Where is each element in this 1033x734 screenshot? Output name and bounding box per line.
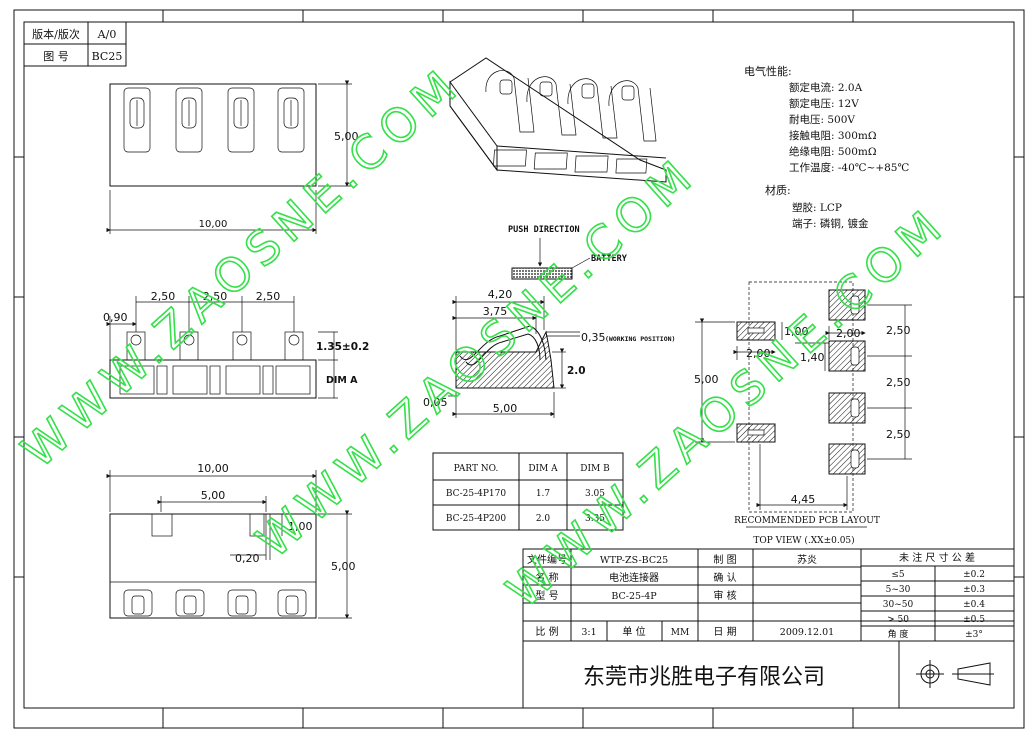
tolerance-range: > 50 <box>887 615 909 625</box>
pcb-dim-100: 1,00 <box>784 325 809 338</box>
tolerance-value: ±3° <box>965 630 983 640</box>
part-table-cell: 1.7 <box>536 489 551 499</box>
unit-label: 单 位 <box>622 625 645 638</box>
tolerance-value: ±0.4 <box>963 600 985 610</box>
battery-label: BATTERY <box>591 254 628 264</box>
material-line: 塑胶: LCP <box>792 201 842 214</box>
pcb-dim-250-b: 2,50 <box>886 376 911 389</box>
tolerance-range: 5~30 <box>886 585 911 595</box>
drawing-number-value: BC25 <box>92 50 123 63</box>
dim-side-420: 4,20 <box>488 288 513 301</box>
review-label: 审 核 <box>713 589 736 602</box>
dim-bottom-height: 5,00 <box>331 560 356 573</box>
dim-side-500: 5,00 <box>493 402 518 415</box>
doc-no-value: WTP-ZS-BC25 <box>600 555 668 566</box>
dim-pitch-2: 2,50 <box>203 290 228 303</box>
pcb-dim-200-left: 2,00 <box>746 347 771 360</box>
drawn-value: 苏炎 <box>797 553 817 566</box>
title-block: 文件编号 WTP-ZS-BC25 制 图 苏炎 名 称 电池连接器 确 认 型 … <box>522 548 1015 709</box>
push-diagram: PUSH DIRECTION BATTERY <box>508 225 628 280</box>
dim-pitch-1: 2,50 <box>151 290 176 303</box>
bottom-view: 10,00 5,00 1,00 0,20 5,00 <box>106 462 356 619</box>
dim-bottom-half: 5,00 <box>201 489 226 502</box>
scale-label: 比 例 <box>535 625 558 638</box>
dim-side-005: 0,05 <box>423 396 448 409</box>
model-label: 型 号 <box>535 589 558 602</box>
tolerance-value: ±0.5 <box>963 615 985 625</box>
spec-line: 绝缘电阻: 500mΩ <box>789 145 877 158</box>
tolerance-value: ±0.3 <box>963 585 985 595</box>
pcb-layout: 1,00 2,00 2,00 1,40 5,00 2,50 2,50 2,50 … <box>694 281 912 546</box>
dim-top-width: 10,00 <box>199 219 228 230</box>
push-direction-label: PUSH DIRECTION <box>508 225 580 235</box>
dim-bottom-width: 10,00 <box>197 462 229 475</box>
part-table-cell: BC-25-4P170 <box>446 489 506 499</box>
material-line: 端子: 磷铜, 镀金 <box>792 217 869 230</box>
company-name: 东莞市兆胜电子有限公司 <box>583 665 825 690</box>
spec-line: 接触电阻: 300mΩ <box>789 129 877 142</box>
pcb-dim-445: 4,45 <box>791 493 816 506</box>
pcb-dim-250-a: 2,50 <box>886 324 911 337</box>
part-table-cell: 3.05 <box>585 489 605 499</box>
drawn-label: 制 图 <box>713 553 736 566</box>
name-label: 名 称 <box>535 571 558 584</box>
dim-pin-height: 1.35±0.2 <box>316 341 369 353</box>
tolerance-range: ≤5 <box>891 570 905 580</box>
part-table: PART NO. DIM A DIM B BC-25-4P170 1.7 3.0… <box>432 452 624 531</box>
part-table-header: DIM B <box>580 464 610 474</box>
tolerance-value: ±0.2 <box>963 570 985 580</box>
electrical-title: 电气性能: <box>744 64 792 78</box>
confirm-label: 确 认 <box>713 571 736 584</box>
revision-label: 版本/版次 <box>32 27 80 41</box>
tolerance-title: 未 注 尺 寸 公 差 <box>899 551 975 564</box>
dim-pitch-3: 2,50 <box>256 290 281 303</box>
date-value: 2009.12.01 <box>780 627 834 638</box>
revision-value: A/0 <box>97 28 117 41</box>
part-table-cell: BC-25-4P200 <box>446 514 506 524</box>
part-table-header: PART NO. <box>454 464 499 474</box>
spec-line: 工作温度: -40℃~+85℃ <box>789 161 909 174</box>
pcb-dim-250-c: 2,50 <box>886 428 911 441</box>
dim-bottom-gap: 0,20 <box>235 552 260 565</box>
isometric-view <box>449 57 667 183</box>
dim-offset: 0,90 <box>103 311 128 324</box>
scale-value: 3:1 <box>581 627 596 638</box>
pcb-dim-500: 5,00 <box>694 373 719 386</box>
material-title: 材质: <box>765 183 791 197</box>
tolerance-range: 角 度 <box>888 628 909 640</box>
model-value: BC-25-4P <box>611 591 657 602</box>
unit-value: MM <box>671 628 689 638</box>
electrical-specs: 电气性能: 额定电流: 2.0A 额定电压: 12V 耐电压: 500V 接触电… <box>744 64 909 230</box>
name-value: 电池连接器 <box>609 571 659 584</box>
dim-a-label: DIM A <box>326 375 358 386</box>
pcb-caption-1: RECOMMENDED PCB LAYOUT <box>734 516 880 526</box>
side-elevation: 2,50 2,50 2,50 0,90 1.35±0.2 DIM A <box>103 290 369 399</box>
drawing-number-label: 图 号 <box>43 50 69 63</box>
tolerance-range: 30~50 <box>883 600 914 610</box>
pcb-dim-140: 1,40 <box>800 351 825 364</box>
front-view: 5,00 10,00 <box>106 80 359 234</box>
part-table-cell: 3.35 <box>585 514 605 524</box>
working-position-label: (WORKING POSITION) <box>605 335 675 343</box>
pcb-dim-200-right: 2,00 <box>836 327 861 340</box>
pcb-caption-2: TOP VIEW (.XX±0.05) <box>753 535 854 546</box>
dim-top-height: 5,00 <box>334 130 359 143</box>
spec-line: 耐电压: 500V <box>789 113 855 126</box>
spec-line: 额定电压: 12V <box>789 97 859 110</box>
contact-profile: 4,20 3,75 0,35 (WORKING POSITION) 2.0 0,… <box>423 288 675 418</box>
projection-symbol-icon <box>916 660 994 688</box>
part-table-header: DIM A <box>528 464 558 474</box>
doc-no-label: 文件编号 <box>527 553 567 566</box>
sheet-border <box>13 9 1025 729</box>
tolerance-table: 未 注 尺 寸 公 差 ≤5 ±0.2 5~30 ±0.3 30~50 ±0.4… <box>861 551 1014 641</box>
dim-side-375: 3,75 <box>483 305 508 318</box>
part-table-cell: 2.0 <box>536 514 551 524</box>
dim-bottom-small: 1,00 <box>288 520 313 533</box>
dim-side-035: 0,35 <box>581 331 606 344</box>
revision-block: 版本/版次 A/0 图 号 BC25 <box>23 21 127 67</box>
dim-side-20: 2.0 <box>567 365 586 377</box>
spec-line: 额定电流: 2.0A <box>789 81 863 94</box>
date-label: 日 期 <box>713 626 736 638</box>
